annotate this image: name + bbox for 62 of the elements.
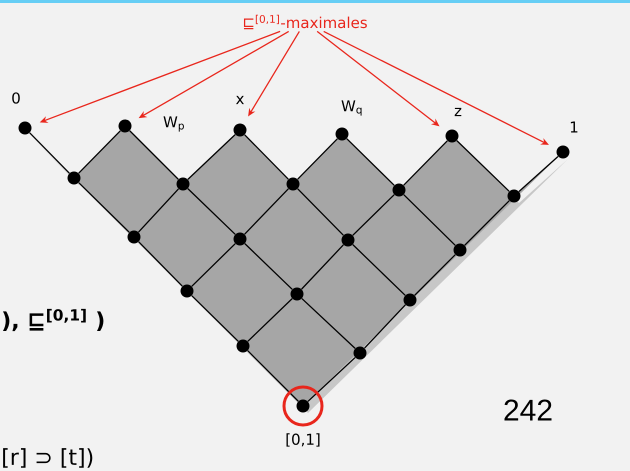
lattice-line [414,254,456,296]
lattice-dot [286,178,300,190]
node-label: 0 [12,92,20,104]
formula-text: [r] ⊃ [t]) [3,448,92,468]
lattice-dot [392,184,406,196]
lattice-dot [234,124,246,136]
lattice-line [247,298,293,342]
node-label: W$_{q}$ [342,100,362,116]
lattice-dot [128,230,140,244]
lattice-dot [290,287,304,300]
lattice-dot [336,128,348,140]
lattice-line [191,243,236,287]
lattice-line [247,350,299,402]
lattice-line [297,188,344,236]
lattice-dot [118,120,132,132]
lattice-dot [556,146,570,158]
lattice-line [191,295,239,342]
node-label: 1 [570,122,578,132]
lattice-line [518,156,558,192]
lattice-line [352,194,395,236]
lattice-line [187,188,236,235]
node-label: W$_{p}$ [164,116,184,132]
lattice-line [244,243,293,290]
lattice-line [364,304,406,349]
lattice-dot [342,234,354,246]
lattice-line [403,140,448,186]
lattice-line [403,194,456,246]
lattice-line [138,188,179,233]
formula-text: ), ⊑$^{[0,1]}$ ) [2,308,104,332]
annotation-text: ⊑$^{[0,1]}$-maximales [244,14,367,30]
lattice-line [138,241,183,287]
lattice-line [244,134,289,180]
lattice-line [301,298,356,349]
lattice-line [29,132,70,174]
lattice-dot [234,232,246,246]
lattice-dot [354,346,366,360]
lattice-line [244,188,289,235]
node-label: z [454,108,462,116]
node-label: [0,1] [286,433,320,447]
lattice-dot [508,190,520,202]
lattice-line [346,138,395,186]
lattice-dot [68,172,80,184]
lattice-dot [404,294,416,306]
lattice-line [129,130,179,180]
lattice-line [78,130,121,174]
page-number: 242 [504,400,552,420]
lattice-dot [180,284,194,298]
node-label: x [236,96,244,104]
lattice-line [187,134,236,180]
lattice-dot [236,340,250,352]
lattice-dot [296,399,310,412]
lattice-dot [454,244,466,256]
lattice-line [307,357,356,402]
lattice-dot [18,122,32,134]
lattice-line [301,244,344,290]
lattice-dot [446,130,458,142]
lattice-line [78,182,130,233]
lattice-line [456,140,510,192]
lattice-dot [176,178,190,190]
lattice-line [464,200,510,246]
lattice-line [352,244,406,296]
lattice-line [297,138,338,180]
